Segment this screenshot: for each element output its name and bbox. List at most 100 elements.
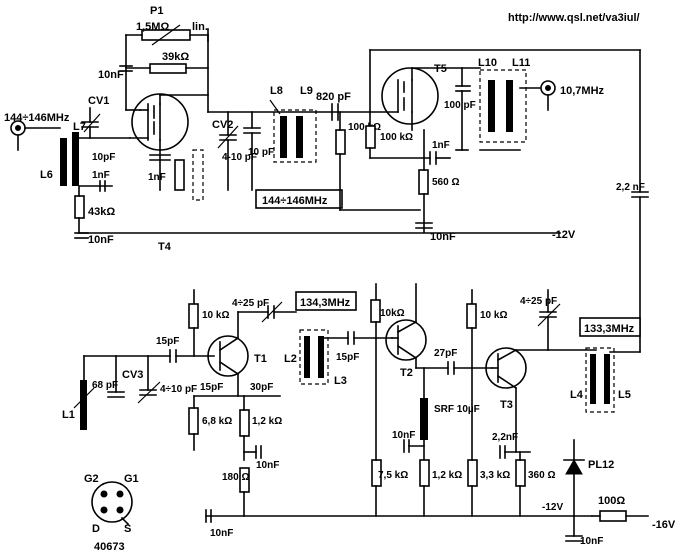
shield-l4-l5 — [585, 347, 615, 413]
label-75k: 7,5 kΩ — [378, 470, 408, 481]
label-10nF-bl: 10nF — [210, 528, 233, 539]
label-10nF-br: 10nF — [580, 536, 603, 547]
resistor-10k-t1 — [188, 303, 199, 329]
inductor-l4 — [590, 354, 596, 404]
label-22nF-t3: 2,2nF — [492, 432, 518, 443]
label-l1: L1 — [62, 409, 75, 421]
label-10nF-t1: 10nF — [256, 460, 279, 471]
shield-l10-l11 — [479, 69, 527, 143]
shield-l8-l9 — [273, 109, 317, 163]
label-part-40673: 40673 — [94, 541, 125, 553]
label-560: 560 Ω — [432, 177, 459, 188]
label-1nF-t5: 1nF — [432, 140, 450, 151]
label-pin-s: S — [124, 523, 131, 535]
label-l2: L2 — [284, 353, 297, 365]
label-100k-b: 100 kΩ — [380, 132, 413, 143]
label-27pF: 27pF — [434, 348, 457, 359]
resistor-10k-t2 — [370, 299, 381, 323]
label-t2: T2 — [400, 367, 413, 379]
rf-input-terminal — [10, 120, 61, 151]
resistor-43k — [74, 195, 85, 219]
tuning-box-1343 — [295, 291, 357, 311]
label-1nF-src: 1nF — [148, 172, 166, 183]
label-100k-a: 100 kΩ — [348, 122, 381, 133]
label-30pF: 30pF — [250, 382, 273, 393]
label-15pF-b: 15pF — [200, 382, 223, 393]
label-l4: L4 — [570, 389, 584, 401]
label-22nF: 2,2 nF — [616, 182, 645, 193]
trimmer-cv2 — [217, 111, 239, 191]
mosfet-t4 — [129, 93, 189, 151]
inductor-l1 — [80, 380, 87, 430]
label-t3: T3 — [500, 399, 513, 411]
label-12k-a: 1,2 kΩ — [252, 416, 282, 427]
resistor-10k-t3 — [466, 303, 477, 329]
label-p1: P1 — [150, 5, 163, 17]
label-10k-t2: 10kΩ — [380, 308, 405, 319]
label-33k: 3,3 kΩ — [480, 470, 510, 481]
label-l6: L6 — [40, 169, 53, 181]
label-srf: SRF 10µF — [434, 404, 480, 415]
label-360: 360 Ω — [528, 470, 555, 481]
label-pin-g1: G1 — [124, 473, 139, 485]
label-pin-g2: G2 — [84, 473, 99, 485]
label-68k: 6,8 kΩ — [202, 416, 232, 427]
label-box-144: 144÷146MHz — [262, 195, 328, 207]
source-url: http://www.qsl.net/va3iul/ — [508, 12, 640, 24]
label-cv2-range: 4-10 pF — [222, 152, 257, 163]
mosfet-t5 — [369, 67, 439, 125]
label-pl12: PL12 — [588, 459, 614, 471]
label-l5: L5 — [618, 389, 631, 401]
inductor-srf — [420, 398, 428, 440]
label-10nF-in: 10nF — [88, 234, 114, 246]
label-39k: 39kΩ — [162, 51, 189, 63]
resistor-39k — [149, 63, 187, 74]
transistor-t1 — [207, 335, 249, 377]
inductor-l2 — [304, 336, 310, 378]
label-p1-taper: lin. — [192, 21, 208, 33]
supply-minus12-top: -12V — [552, 229, 576, 241]
label-box-1343: 134,3MHz — [300, 297, 351, 309]
label-t5: T5 — [434, 63, 447, 75]
label-l10: L10 — [478, 57, 497, 69]
mosfet-package-pinout — [91, 481, 133, 526]
label-t4: T4 — [158, 241, 172, 253]
label-43k: 43kΩ — [88, 206, 115, 218]
label-15pF-a: 15pF — [156, 336, 179, 347]
inductor-l11 — [506, 80, 513, 132]
label-t1: T1 — [254, 353, 267, 365]
inductor-l3 — [318, 336, 324, 378]
label-cv1: CV1 — [88, 95, 109, 107]
resistor-100 — [599, 510, 627, 522]
label-pin-d: D — [92, 523, 100, 535]
label-l3: L3 — [334, 375, 347, 387]
label-4-25-b: 4÷25 pF — [520, 296, 557, 307]
label-box-1333: 133,3MHz — [584, 323, 635, 335]
resistor-68k — [188, 407, 199, 435]
if-output-terminal — [540, 80, 556, 111]
zener-pl12 — [563, 439, 585, 517]
shield-l2-l3 — [299, 329, 329, 385]
label-15pF-c: 15pF — [336, 352, 359, 363]
label-10nF-srf: 10nF — [392, 430, 415, 441]
tuning-box-1333 — [579, 317, 641, 337]
inductor-l5 — [604, 354, 610, 404]
label-10nF-t5: 10nF — [430, 231, 456, 243]
resistor-100k-a — [335, 129, 346, 155]
label-cv2: CV2 — [212, 119, 233, 131]
inductor-l8 — [280, 116, 287, 158]
label-10pF-tank: 10 pF — [248, 147, 274, 158]
transistor-t2 — [385, 319, 427, 361]
resistor-100k-b — [365, 125, 376, 149]
rf-input-label: 144÷146MHz — [4, 112, 70, 124]
label-l8: L8 — [270, 85, 283, 97]
resistor-source — [174, 159, 185, 191]
label-100pF: 100 pF — [444, 100, 476, 111]
label-10nF-top: 10nF — [98, 69, 124, 81]
label-cv3-range: 4÷10 pF — [160, 384, 197, 395]
inductor-l9 — [296, 116, 303, 158]
label-cv3: CV3 — [122, 369, 143, 381]
inductor-l7 — [72, 132, 79, 186]
label-l7: L7 — [73, 121, 86, 133]
